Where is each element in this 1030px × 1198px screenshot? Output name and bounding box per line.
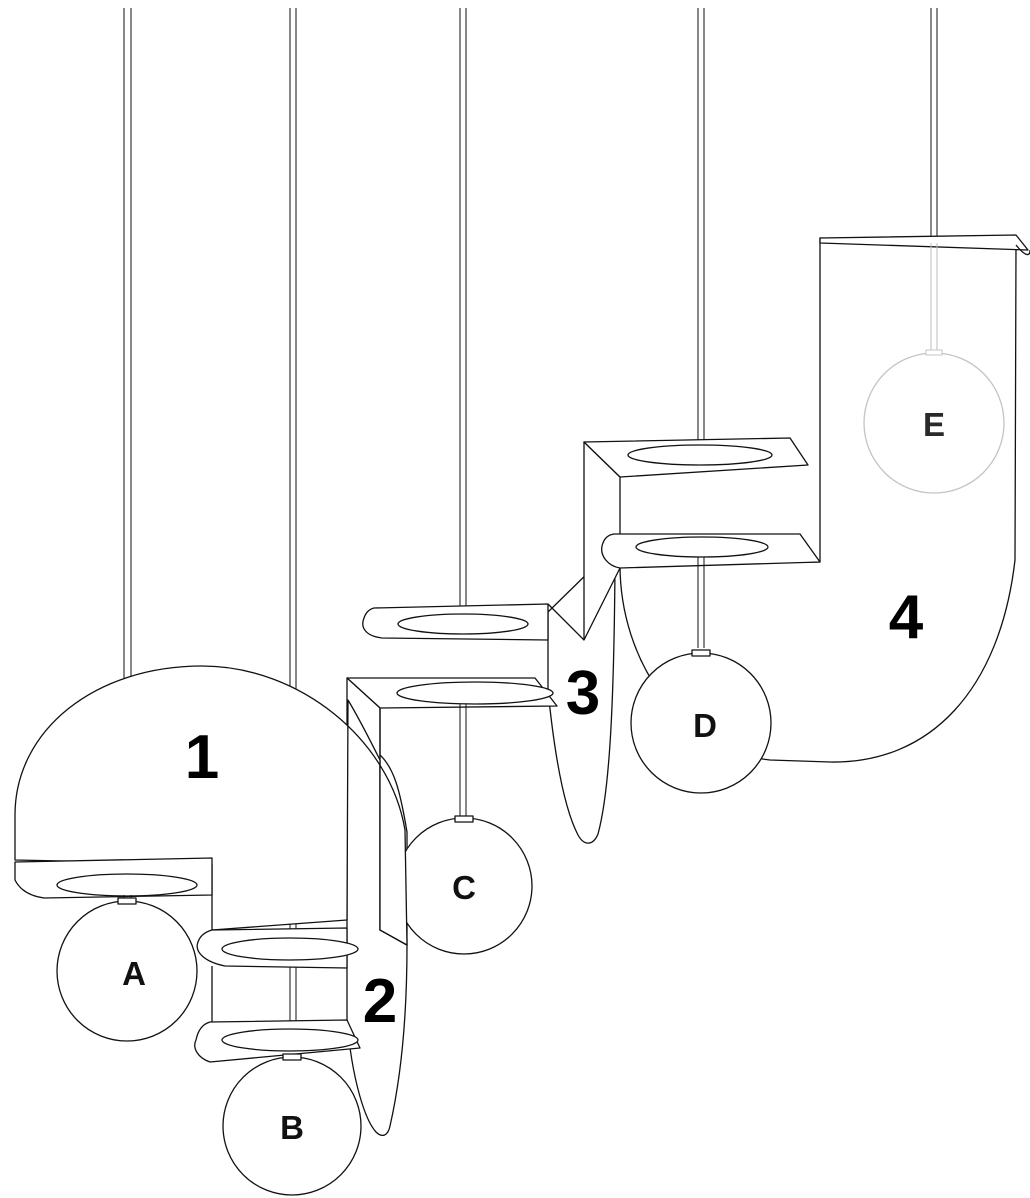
segment-4-top-fold	[819, 234, 1029, 251]
globe-e-label: E	[923, 406, 945, 443]
segment-4-shape	[619, 234, 1030, 763]
segment-2-lower-tray-hole	[396, 681, 554, 705]
globe-a-group: A	[56, 897, 198, 1042]
globe-a-cap	[117, 897, 137, 905]
segment-1-panel	[14, 665, 408, 946]
segment-2-label: 2	[363, 967, 397, 1036]
segment-1-tray-hole	[56, 873, 198, 897]
globe-e-cap	[925, 349, 943, 356]
globe-a-label: A	[122, 955, 146, 992]
globe-c-group: C	[395, 815, 533, 955]
segment-2-lower-shelves	[194, 927, 361, 1063]
segment-2-fin	[346, 677, 408, 1137]
globe-d-label: D	[693, 707, 717, 744]
globe-b-cap	[282, 1053, 302, 1061]
segment-2-upper-tray-fold	[547, 603, 585, 641]
globe-e-group: E	[863, 349, 1005, 494]
globe-d-cap	[691, 649, 711, 657]
globe-b-group: B	[222, 1053, 362, 1196]
segment-4-label: 4	[889, 583, 924, 652]
shelf-b-upper-tray-hole	[221, 937, 359, 961]
globe-c-cap	[454, 815, 474, 823]
segment-3-shape	[547, 437, 821, 844]
segment-1-shape	[14, 665, 408, 946]
segment-3-upper-tray-hole	[627, 444, 773, 466]
globe-d-group: D	[630, 649, 772, 794]
segment-3-fin	[547, 557, 616, 844]
segment-2-upper-tray-hole	[397, 613, 529, 635]
segment-4-panel	[619, 237, 1017, 763]
segment-3-lower-tray-hole	[635, 536, 769, 558]
globe-c-label: C	[452, 869, 476, 906]
segment-3-label: 3	[566, 659, 600, 728]
globe-b-label: B	[280, 1109, 304, 1146]
segment-1-label: 1	[185, 723, 219, 792]
shelf-b-lower-tray-hole	[221, 1028, 359, 1052]
